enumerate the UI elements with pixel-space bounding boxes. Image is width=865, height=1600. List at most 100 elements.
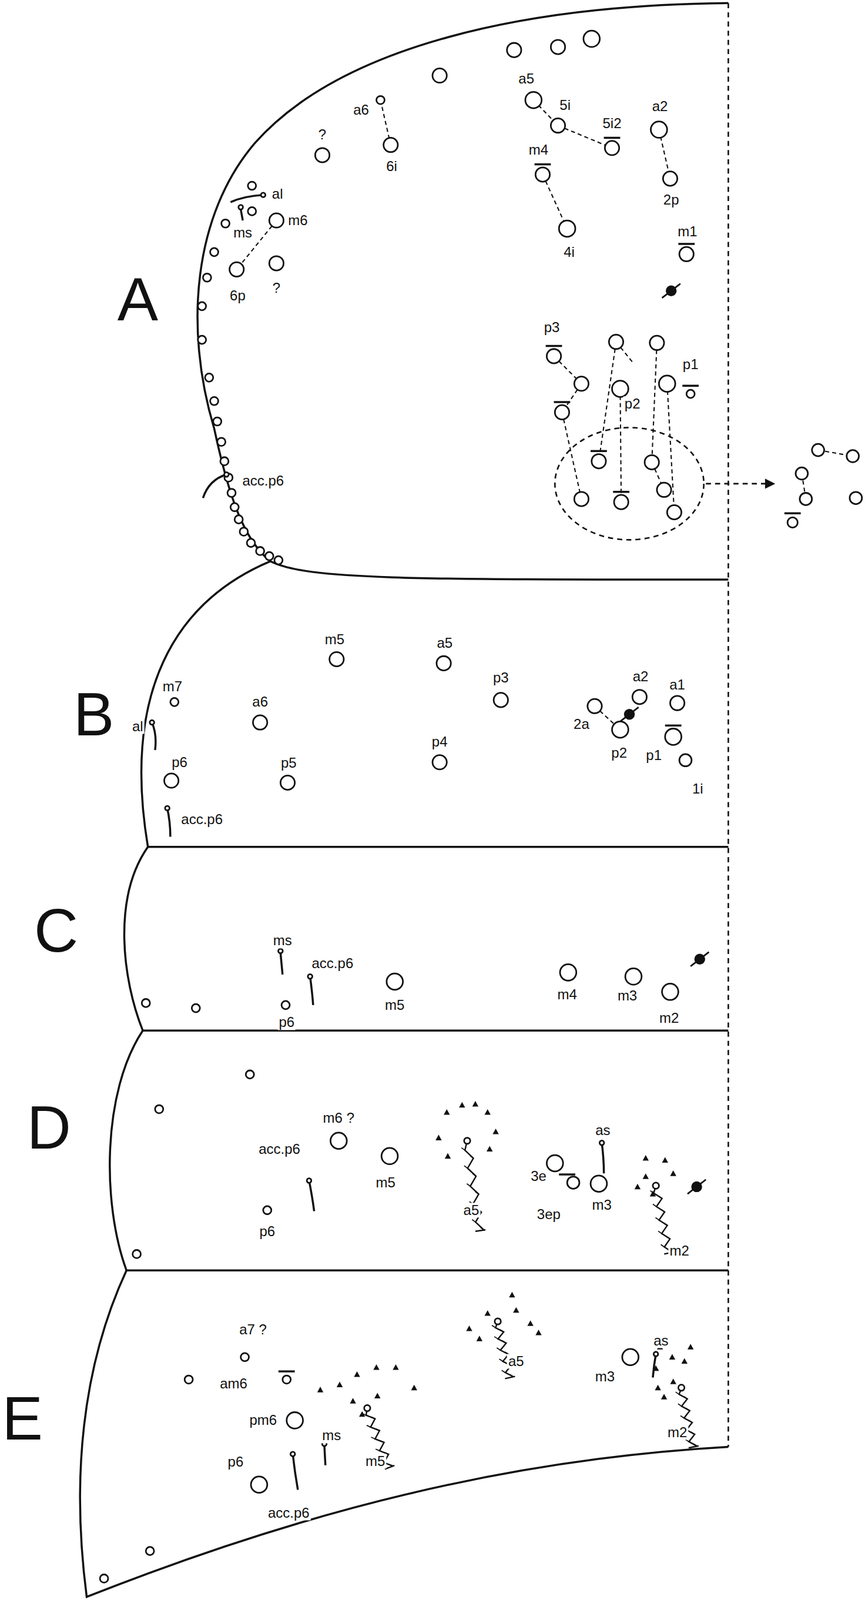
pointer-arrowhead bbox=[765, 478, 776, 489]
microchaeta bbox=[669, 1353, 676, 1360]
seta-label: as bbox=[594, 1122, 612, 1138]
seta-label: a2 bbox=[631, 668, 650, 684]
seta-socket bbox=[198, 302, 207, 311]
microchaeta bbox=[649, 1190, 656, 1197]
seta-socket bbox=[554, 404, 569, 419]
seta-label: m5 bbox=[383, 997, 406, 1012]
macrochaeta-socket bbox=[364, 1404, 371, 1411]
seta-socket bbox=[269, 256, 284, 271]
microchaeta bbox=[435, 1134, 442, 1141]
seta-socket bbox=[383, 137, 398, 152]
seta-bar bbox=[784, 511, 801, 514]
macrochaeta-socket bbox=[652, 1182, 659, 1189]
seta-socket bbox=[587, 698, 602, 713]
seta-socket bbox=[560, 963, 577, 981]
seta-socket bbox=[590, 1175, 608, 1192]
seta-socket bbox=[787, 517, 798, 528]
microchaeta bbox=[484, 1108, 491, 1115]
seta-socket bbox=[591, 454, 606, 469]
seta-socket bbox=[632, 689, 647, 704]
sensillum bbox=[309, 1179, 315, 1211]
seta-socket bbox=[622, 1348, 639, 1366]
seta-link bbox=[651, 342, 657, 462]
microchaeta bbox=[472, 1100, 479, 1107]
sensillum-socket bbox=[238, 205, 244, 210]
seta-bar bbox=[534, 163, 552, 166]
microchaeta bbox=[373, 1363, 380, 1370]
seta-socket bbox=[141, 998, 150, 1007]
pseudopore-stem bbox=[662, 283, 681, 298]
seta-label: p6 bbox=[257, 1224, 277, 1239]
microchaeta bbox=[642, 1154, 649, 1161]
seta-socket bbox=[240, 1352, 250, 1361]
seta-socket bbox=[665, 728, 682, 745]
seta-socket bbox=[650, 121, 667, 139]
seta-label: acc.p6 bbox=[310, 955, 355, 971]
seta-socket bbox=[217, 437, 226, 447]
microchaeta bbox=[444, 1152, 451, 1159]
seta-label: m3 bbox=[594, 1368, 616, 1384]
seta-socket bbox=[625, 967, 642, 985]
seta-socket bbox=[281, 1000, 290, 1009]
seta-label: m2 bbox=[666, 1425, 689, 1440]
seta-label: p1 bbox=[644, 747, 663, 763]
seta-label: m4 bbox=[555, 987, 578, 1002]
seta-label: p2 bbox=[609, 745, 629, 760]
microchaeta bbox=[687, 1343, 694, 1350]
seta-socket bbox=[234, 515, 243, 524]
seta-label: 3e bbox=[529, 1168, 548, 1184]
seta-socket bbox=[99, 1574, 109, 1583]
seta-label: 4i bbox=[562, 244, 576, 260]
seta-label: ms bbox=[272, 933, 294, 948]
seta-label: p1 bbox=[681, 356, 700, 372]
seta-bar bbox=[665, 724, 682, 727]
seta-label: a1 bbox=[668, 676, 687, 692]
seta-socket bbox=[432, 68, 447, 83]
sensillum bbox=[292, 1453, 298, 1490]
seta-label: a5 bbox=[435, 635, 454, 650]
seta-label: ms bbox=[320, 1427, 343, 1443]
microchaeta bbox=[492, 1128, 499, 1135]
seta-socket bbox=[229, 262, 244, 277]
seta-socket bbox=[658, 375, 676, 392]
enlarged-area bbox=[554, 427, 704, 540]
seta-label: p5 bbox=[279, 755, 298, 771]
seta-socket bbox=[220, 457, 229, 466]
segment-letter-box: B bbox=[73, 683, 115, 745]
seta-label: am6 bbox=[218, 1375, 249, 1391]
seta-label: 3ep bbox=[535, 1206, 562, 1222]
seta-socket bbox=[662, 983, 679, 1000]
seta-label: ? bbox=[271, 280, 282, 295]
seta-socket bbox=[274, 555, 283, 565]
seta-label: acc.p6 bbox=[257, 1141, 302, 1156]
seta-socket bbox=[656, 482, 672, 497]
segment-letter: D bbox=[27, 1096, 72, 1158]
seta-socket bbox=[245, 1070, 254, 1079]
seta-bar bbox=[612, 490, 630, 493]
microchaeta bbox=[652, 1365, 659, 1371]
pseudopore-stem bbox=[619, 706, 639, 722]
seta-socket bbox=[849, 491, 863, 505]
seta-socket bbox=[799, 493, 813, 506]
seta-label: 2p bbox=[662, 192, 681, 208]
seta-label: as bbox=[652, 1332, 670, 1348]
seta-socket bbox=[247, 181, 257, 190]
sensillum bbox=[230, 195, 264, 203]
seta-label: p2 bbox=[623, 396, 642, 412]
seta-socket bbox=[386, 973, 404, 990]
seta-label: m7 bbox=[161, 679, 184, 694]
seta-socket bbox=[525, 91, 542, 109]
seta-socket bbox=[145, 1546, 154, 1555]
microchaeta bbox=[513, 1306, 519, 1313]
seta-socket bbox=[256, 547, 265, 556]
seta-socket bbox=[184, 1375, 193, 1384]
microchaeta bbox=[317, 1386, 324, 1393]
pseudopore bbox=[692, 1181, 702, 1192]
segment-a-outline bbox=[197, 2, 729, 580]
microchaeta bbox=[392, 1363, 399, 1370]
macrochaeta-serration bbox=[491, 1325, 514, 1377]
segment-e-outline bbox=[79, 1269, 729, 1597]
seta-socket bbox=[230, 503, 239, 512]
segment-b-outline bbox=[141, 561, 729, 847]
seta-socket bbox=[314, 148, 330, 163]
